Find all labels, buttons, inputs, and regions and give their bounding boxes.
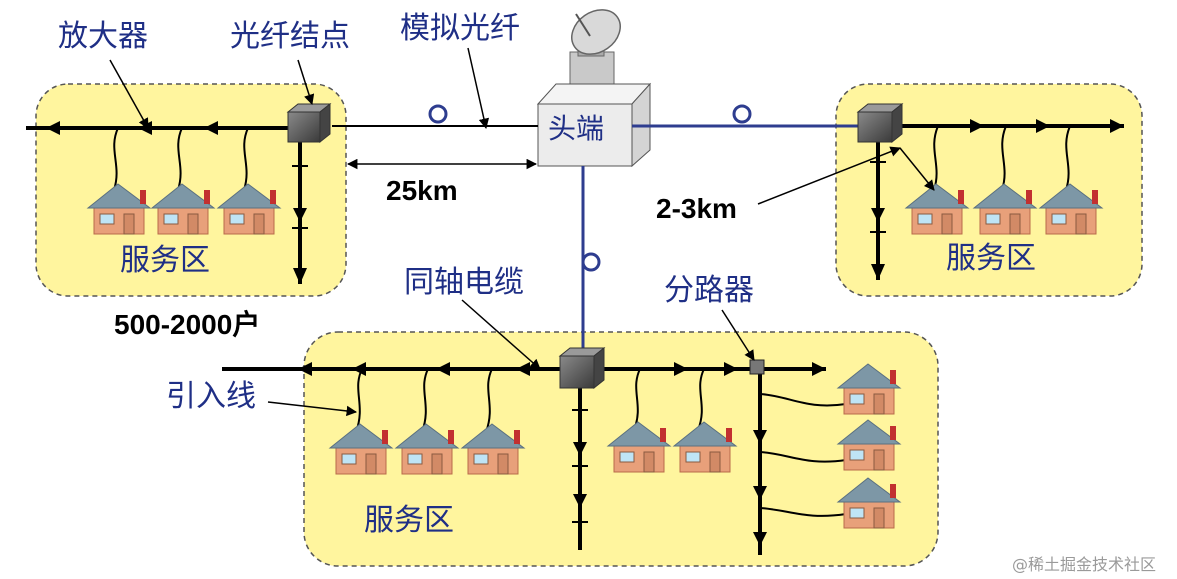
fiber-loop-down	[581, 252, 601, 272]
fiber-node-right	[856, 102, 904, 144]
houses-left	[87, 183, 281, 235]
houses-right	[905, 183, 1103, 235]
pointer-lines	[109, 47, 935, 417]
fiber-node-left	[286, 102, 332, 144]
satellite-dish-icon	[569, 9, 621, 87]
coax-label: 同轴电缆	[404, 265, 524, 300]
service-area-left-label: 服务区	[120, 243, 210, 278]
service-area-right-label: 服务区	[946, 241, 1036, 276]
distance-25km: 25km	[386, 175, 458, 206]
fiber-loop-left	[428, 104, 448, 124]
service-area-bottom-label: 服务区	[364, 503, 454, 538]
headend-label: 头端	[548, 112, 604, 145]
splitter-box	[749, 359, 765, 375]
watermark: @稀土掘金技术社区	[1012, 555, 1156, 574]
fiber-node-label: 光纤结点	[230, 19, 350, 54]
amplifier-label: 放大器	[58, 19, 148, 54]
service-area-left	[35, 83, 347, 297]
bottom-coax	[222, 362, 847, 555]
splitter-label: 分路器	[664, 273, 754, 308]
distance-2-3km: 2-3km	[656, 193, 737, 224]
right-coax	[870, 119, 1124, 280]
headend-box	[536, 82, 652, 168]
drop-line-label: 引入线	[166, 379, 256, 414]
fiber-node-bottom	[558, 346, 606, 390]
households-label: 500-2000户	[114, 308, 260, 340]
fiber-loop-right	[732, 104, 752, 124]
service-area-right	[835, 83, 1143, 297]
analog-fiber-label: 模拟光纤	[400, 11, 520, 46]
